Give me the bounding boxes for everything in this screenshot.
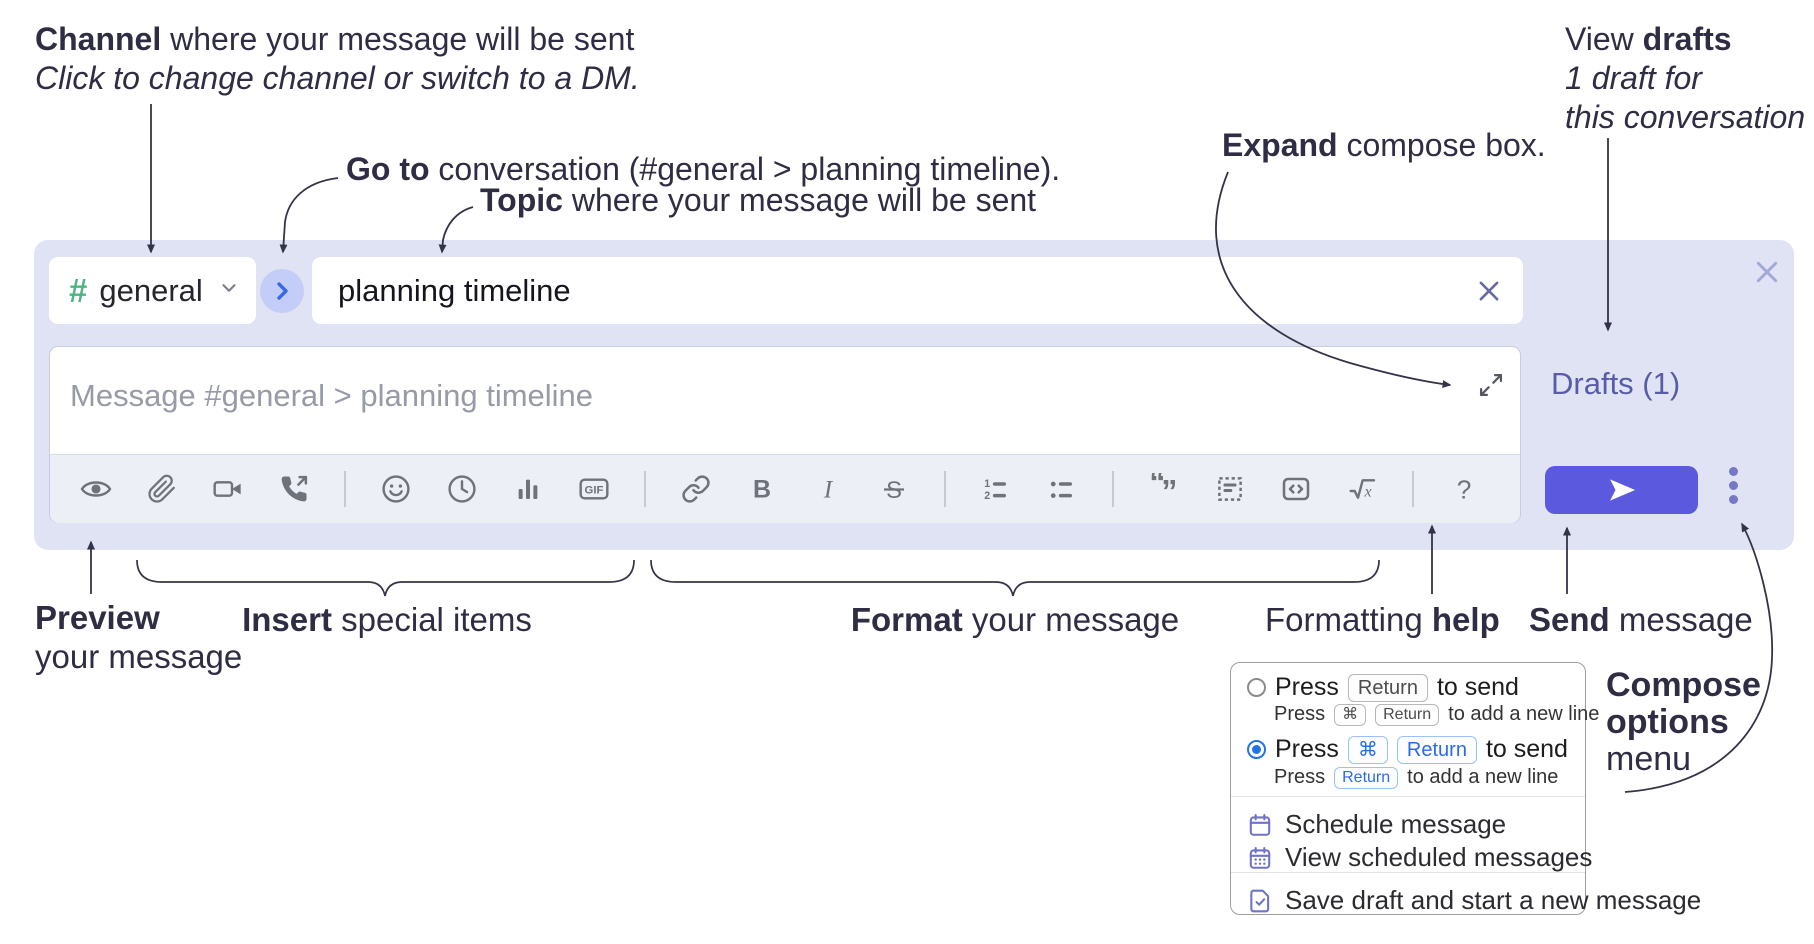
- code-icon[interactable]: [1280, 473, 1312, 505]
- message-placeholder: Message #general > planning timeline: [70, 378, 594, 413]
- calendar-icon: [1249, 813, 1271, 836]
- bulleted-list-icon[interactable]: [1046, 473, 1078, 505]
- menu-divider: [1231, 872, 1585, 873]
- topic-value: planning timeline: [338, 272, 571, 308]
- italic-icon[interactable]: I: [812, 473, 844, 505]
- channel-selector[interactable]: # general: [49, 257, 256, 324]
- goto-annotation: Go to conversation (#general > planning …: [346, 151, 1061, 187]
- svg-text:“: “: [1149, 473, 1165, 500]
- drafts-annotation: View drafts 1 draft for this conversatio…: [1565, 21, 1806, 135]
- menu-item-view-scheduled-messages[interactable]: View scheduled messages: [1247, 842, 1592, 873]
- insert-brace: [136, 559, 635, 597]
- send-label: Send message: [1529, 601, 1753, 638]
- svg-text:1: 1: [984, 478, 990, 490]
- toolbar-divider: [944, 471, 946, 507]
- calendar-grid-icon: [1249, 846, 1271, 869]
- chevron-right-icon: [277, 282, 288, 300]
- video-call-icon[interactable]: [212, 473, 244, 505]
- menu-divider: [1231, 796, 1585, 797]
- math-icon[interactable]: x: [1346, 473, 1378, 505]
- svg-text:I: I: [823, 477, 834, 504]
- formatting-help-label: Formatting help: [1265, 601, 1500, 638]
- audio-call-icon[interactable]: [278, 473, 310, 505]
- format-brace: [650, 559, 1380, 597]
- preview-label: Preview your message: [35, 599, 243, 675]
- format-label: Format your message: [850, 601, 1180, 638]
- menu-option-cmd-return-to-send[interactable]: Press ⌘ Return to send: [1247, 735, 1568, 764]
- svg-text:GIF: GIF: [585, 484, 604, 496]
- emoji-icon[interactable]: [380, 473, 412, 505]
- svg-text:2: 2: [984, 490, 990, 502]
- preview-eye-icon[interactable]: [80, 473, 112, 505]
- radio-unselected-icon[interactable]: [1247, 678, 1266, 697]
- go-to-conversation-button[interactable]: [260, 269, 304, 313]
- attach-file-icon[interactable]: [146, 473, 178, 505]
- spoiler-icon[interactable]: [1214, 473, 1246, 505]
- channel-name: general: [99, 272, 203, 308]
- channel-annotation: Channel where your message will be sent …: [35, 21, 640, 96]
- compose-options-ellipsis[interactable]: [1729, 467, 1738, 504]
- topic-annotation: Topic where your message will be sent: [480, 182, 1037, 218]
- menu-item-schedule-message[interactable]: Schedule message: [1247, 809, 1506, 840]
- svg-text:B: B: [753, 476, 771, 504]
- radio-selected-icon[interactable]: [1247, 740, 1266, 759]
- compose-options-menu: Press Return to send Press ⌘ Return to a…: [1230, 662, 1701, 915]
- menu-option-cmd-return-to-send-sub: Press Return to add a new line: [1274, 766, 1559, 789]
- compose-options-label: Compose options menu: [1606, 666, 1761, 778]
- close-compose-icon[interactable]: [1752, 257, 1782, 287]
- svg-text:?: ?: [1457, 474, 1472, 504]
- strikethrough-icon[interactable]: S: [878, 473, 910, 505]
- link-icon[interactable]: [680, 473, 712, 505]
- send-plane-icon: [1609, 479, 1635, 501]
- toolbar-divider: [344, 471, 346, 507]
- toolbar-divider: [644, 471, 646, 507]
- expand-annotation: Expand compose box.: [1222, 127, 1546, 163]
- insert-label: Insert special items: [242, 601, 532, 638]
- poll-icon[interactable]: [512, 473, 544, 505]
- svg-text:”: ”: [1161, 473, 1177, 505]
- expand-compose-icon[interactable]: [1477, 371, 1505, 399]
- send-button[interactable]: [1545, 466, 1698, 514]
- toolbar-divider: [1412, 471, 1414, 507]
- svg-text:x: x: [1363, 483, 1371, 500]
- menu-option-return-to-send-sub: Press ⌘ Return to add a new line: [1274, 703, 1600, 726]
- formatting-help-icon[interactable]: ?: [1448, 473, 1480, 505]
- quote-icon[interactable]: “”: [1148, 473, 1180, 505]
- menu-option-return-to-send[interactable]: Press Return to send: [1247, 673, 1519, 702]
- toolbar-divider: [1112, 471, 1114, 507]
- channel-hash-icon: #: [69, 271, 88, 309]
- drafts-link[interactable]: Drafts (1): [1551, 366, 1681, 401]
- menu-item-save-draft[interactable]: Save draft and start a new message: [1247, 885, 1701, 916]
- global-time-icon[interactable]: [446, 473, 478, 505]
- topic-input[interactable]: planning timeline: [312, 257, 1523, 324]
- bold-icon[interactable]: B: [746, 473, 778, 505]
- clear-topic-icon[interactable]: [1475, 277, 1503, 305]
- chevron-down-icon: [218, 277, 240, 304]
- gif-icon[interactable]: GIF: [578, 473, 610, 505]
- draft-file-check-icon: [1250, 889, 1270, 912]
